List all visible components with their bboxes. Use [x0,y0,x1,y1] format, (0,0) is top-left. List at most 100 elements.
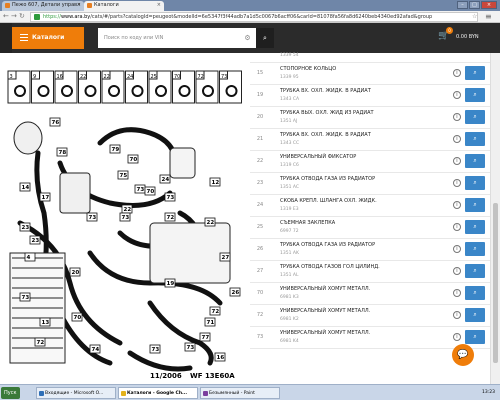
part-row[interactable]: 1339 54 [250,41,490,63]
close-tab-icon[interactable]: × [156,2,161,8]
callout-label[interactable]: 73 [134,184,146,194]
close-window-icon[interactable]: × [481,1,497,9]
callout-label[interactable]: 20 [69,267,81,277]
callout-label[interactable]: 23 [19,222,31,232]
part-name[interactable]: УНИВЕРСАЛЬНЫЙ ХОМУТ МЕТАЛЛ. [280,308,371,314]
search-settings-icon[interactable]: ⚙ [244,34,251,42]
callout-label[interactable]: 70 [71,312,83,322]
callout-label[interactable]: 4 [24,252,36,262]
part-name[interactable]: УНИВЕРСАЛЬНЫЙ ФИКСАТОР [280,154,357,160]
search-part-button[interactable]: ⌕ [465,242,485,256]
close-tab-icon[interactable]: × [76,2,81,8]
info-icon[interactable]: i [453,135,461,143]
callout-label[interactable]: 73 [119,212,131,222]
callout-label[interactable]: 23 [29,235,41,245]
cart-icon[interactable]: 🛒 [438,31,450,41]
thumbnail-part[interactable]: 25 [148,70,172,104]
info-icon[interactable]: i [453,113,461,121]
callout-label[interactable]: 14 [19,182,31,192]
search-part-button[interactable]: ⌕ [465,110,485,124]
url-field[interactable]: https://www.ara.by/cats/#/parts?catalogI… [30,12,478,22]
callout-label[interactable]: 71 [204,317,216,327]
search-part-button[interactable]: ⌕ [465,220,485,234]
callout-label[interactable]: 73 [149,344,161,354]
callout-label[interactable]: 26 [229,287,241,297]
scrollbar-thumb[interactable] [493,203,498,363]
taskbar-item[interactable]: Входящие - Microsoft O... [36,387,116,399]
callout-label[interactable]: 76 [49,117,61,127]
reload-icon[interactable]: ↻ [19,12,25,20]
search-part-button[interactable]: ⌕ [465,88,485,102]
taskbar-item-active[interactable]: Каталоги - Google Ch... [118,387,198,399]
callout-label[interactable]: 17 [39,192,51,202]
thumbnail-part[interactable]: 3 [7,70,31,104]
callout-label[interactable]: 75 [117,170,129,180]
part-name[interactable]: ТРУБКА ОТВОДА ГАЗОВ ГОЛ ЦИЛИНД. [280,264,380,270]
info-icon[interactable]: i [453,311,461,319]
thumbnail-part[interactable]: 16 [54,70,78,104]
callout-label[interactable]: 22 [204,217,216,227]
part-name[interactable]: ТРУБКА ОТВОДА ГАЗА ИЗ РАДИАТОР [280,176,376,182]
callout-label[interactable]: 73 [86,212,98,222]
part-name[interactable]: СКОБА КРЕПЛ. ШЛАНГА ОХЛ. ЖИДК. [280,198,377,204]
info-icon[interactable]: i [453,333,461,341]
part-name[interactable]: УНИВЕРСАЛЬНЫЙ ХОМУТ МЕТАЛЛ. [280,286,371,292]
thumbnail-part[interactable]: 22 [78,70,101,104]
search-part-button[interactable]: ⌕ [465,154,485,168]
minimize-icon[interactable]: – [457,1,468,9]
callout-label[interactable]: 22 [121,204,133,214]
back-icon[interactable]: ← [3,12,9,20]
search-button[interactable]: ⌕ [256,28,274,48]
callout-label[interactable]: 77 [199,332,211,342]
thumbnail-part[interactable]: 24 [125,70,148,104]
callout-label[interactable]: 27 [219,252,231,262]
search-part-button[interactable]: ⌕ [465,198,485,212]
search-part-button[interactable]: ⌕ [465,308,485,322]
thumbnail-part[interactable]: 72 [195,70,219,104]
info-icon[interactable]: i [453,157,461,165]
thumbnail-part[interactable]: 22 [101,70,125,104]
chat-button-icon[interactable]: 💬 [452,344,474,366]
callout-label[interactable]: 73 [184,342,196,352]
logo[interactable] [0,23,12,53]
callout-label[interactable]: 78 [56,147,68,157]
callout-label[interactable]: 70 [144,186,156,196]
callout-label[interactable]: 72 [164,212,176,222]
catalog-button[interactable]: Каталоги [12,27,84,49]
browser-menu-icon[interactable]: ≡ [485,12,492,21]
callout-label[interactable]: 79 [109,144,121,154]
thumbnail-part[interactable]: 70 [172,70,195,104]
callout-label[interactable]: 70 [127,154,139,164]
part-name[interactable]: ТРУБКА ВХ. ОХЛ. ЖИДК. В РАДИАТ [280,88,371,94]
part-name[interactable]: ТРУБКА ВЫХ. ОХЛ. ЖИД ИЗ РАДИАТ [280,110,374,116]
callout-label[interactable]: 73 [19,292,31,302]
search-part-button[interactable]: ⌕ [465,66,485,80]
search-part-button[interactable]: ⌕ [465,176,485,190]
info-icon[interactable]: i [453,289,461,297]
info-icon[interactable]: i [453,201,461,209]
part-name[interactable]: СТОПОРНОЕ КОЛЬЦО [280,66,337,72]
callout-label[interactable]: 74 [89,344,101,354]
search-part-button[interactable]: ⌕ [465,330,485,344]
search-part-button[interactable]: ⌕ [465,132,485,146]
maximize-icon[interactable]: □ [469,1,480,9]
part-name[interactable]: ТРУБКА ВХ. ОХЛ. ЖИДК. В РАДИАТ [280,132,371,138]
bookmark-star-icon[interactable]: ☆ [472,13,478,20]
callout-label[interactable]: 24 [159,174,171,184]
thumbnail-part[interactable]: 73 [219,70,242,104]
info-icon[interactable]: i [453,179,461,187]
taskbar-item[interactable]: Безымянный - Paint [200,387,280,399]
info-icon[interactable]: i [453,91,461,99]
info-icon[interactable]: i [453,267,461,275]
callout-label[interactable]: 19 [164,278,176,288]
